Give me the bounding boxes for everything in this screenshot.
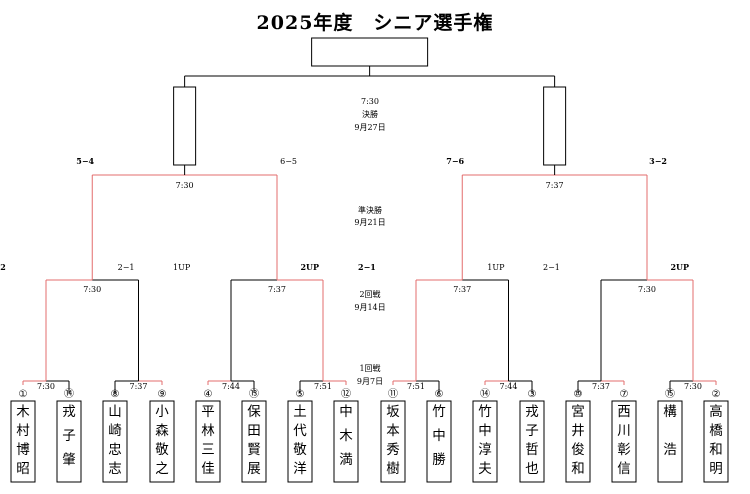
- match-time: 7:37: [592, 382, 610, 391]
- match-time: 7:37: [546, 181, 564, 190]
- round-date: 9月21日: [354, 218, 385, 227]
- player-name-box: [611, 400, 637, 483]
- round-name: 決勝: [362, 109, 378, 119]
- match-time: 7:37: [453, 285, 471, 294]
- match-time: 7:30: [83, 285, 101, 294]
- match-time: 7:30: [37, 382, 55, 391]
- player-name-box: [195, 400, 221, 483]
- match-time: 7:51: [314, 382, 332, 391]
- match-score: 2−1: [358, 262, 376, 272]
- player-name: 土代敬洋: [293, 404, 307, 477]
- match-time: 7:30: [638, 285, 656, 294]
- player-name-box: [241, 400, 267, 483]
- match-score: 2−1: [118, 263, 135, 272]
- match-score: 2UP: [670, 262, 689, 272]
- player-name-box: [10, 400, 36, 483]
- player-name-box: [565, 400, 591, 483]
- final-time: 7:30: [361, 97, 379, 106]
- player-name: 宮井俊和: [571, 404, 585, 477]
- match-score: 2−1: [543, 263, 560, 272]
- player-seed: ⑫: [341, 388, 351, 400]
- round-date: 9月27日: [354, 123, 385, 132]
- player-seed: ①: [19, 389, 28, 400]
- player-seed: ③: [528, 389, 537, 400]
- player-seed: ⑭: [64, 388, 74, 400]
- player-name: 小森敬之: [155, 404, 169, 477]
- player-list: ① 木村博昭 ⑭ 戎子肇 ⑧ 山崎忠志 ⑨ 小森敬之 ④ 平林三佳 ⑬ 保田賢展 ⑤ 土代敬洋 ⑫ 中木満 ⑪ 坂…: [10, 388, 729, 483]
- player-name: 山崎忠志: [108, 404, 122, 477]
- finalist-box: [173, 86, 197, 166]
- player-name: 高橋和明: [709, 403, 723, 477]
- match-score: 3−2: [649, 156, 667, 166]
- player-name: 竹中淳夫: [478, 404, 492, 477]
- player-name: 戎子哲也: [525, 404, 539, 477]
- player-seed: ②: [712, 389, 721, 400]
- player-name-box: [703, 400, 729, 483]
- match-score: 3−2: [0, 262, 6, 272]
- player-name: 西川彰信: [617, 404, 631, 477]
- match-time: 7:44: [500, 382, 518, 391]
- player-seed: ⑦: [620, 389, 629, 400]
- page-title: 2025年度 シニア選手権: [256, 12, 494, 34]
- player-seed: ⑮: [665, 388, 675, 400]
- player-name-box: [102, 400, 128, 483]
- player-name-box: [519, 400, 545, 483]
- player-seed: ⑩: [574, 389, 583, 400]
- champion-box: [311, 37, 429, 67]
- player-name-box: [657, 400, 683, 483]
- player-name: 戎子肇: [62, 404, 76, 468]
- player-name-box: [380, 400, 406, 483]
- finalist-box: [543, 86, 567, 166]
- player-name-box: [472, 400, 498, 483]
- match-time: 7:51: [407, 382, 425, 391]
- match-score: 2UP: [300, 262, 319, 272]
- player-name-box: [426, 400, 452, 483]
- player-seed: ⑪: [388, 388, 398, 400]
- match-score: 1UP: [487, 263, 505, 272]
- player-seed: ④: [204, 389, 213, 400]
- player-seed: ⑨: [158, 389, 167, 400]
- player-name: 木村博昭: [16, 404, 30, 477]
- player-name-box: [287, 400, 313, 483]
- round-date: 9月7日: [357, 377, 383, 386]
- bracket-lines: [22, 37, 717, 393]
- round-name: 準決勝: [358, 205, 382, 215]
- match-score: 6−5: [280, 157, 297, 166]
- player-name: 平林三佳: [201, 404, 215, 477]
- player-name: 保田賢展: [247, 404, 261, 477]
- match-time: 7:44: [222, 382, 240, 391]
- round-name: 2回戦: [359, 289, 380, 299]
- match-score: 7−6: [446, 156, 464, 166]
- round-date: 9月14日: [354, 303, 385, 312]
- bracket-labels: 7:30 7:37 7:44 7:51 7:51 7:44 7:37 7:30 7:30 3−2 2…: [0, 97, 702, 391]
- player-name: 構浩: [663, 404, 677, 458]
- match-time: 7:37: [268, 285, 286, 294]
- match-score: 5−4: [76, 156, 94, 166]
- player-name: 竹中勝: [432, 404, 446, 468]
- player-seed: ⑥: [435, 389, 444, 400]
- player-name: 中木満: [339, 404, 353, 468]
- player-name: 坂本秀樹: [386, 404, 400, 477]
- match-score: 1UP: [173, 263, 191, 272]
- match-time: 7:37: [130, 382, 148, 391]
- round-name: 1回戦: [359, 363, 380, 373]
- player-seed: ⑤: [296, 389, 305, 400]
- player-name-box: [149, 400, 175, 483]
- player-seed: ⑭: [480, 388, 490, 400]
- player-name-box: [56, 400, 82, 483]
- match-time: 7:30: [684, 382, 702, 391]
- player-seed: ⑧: [111, 389, 120, 400]
- match-time: 7:30: [176, 181, 194, 190]
- player-name-box: [333, 400, 359, 483]
- player-seed: ⑬: [249, 388, 259, 400]
